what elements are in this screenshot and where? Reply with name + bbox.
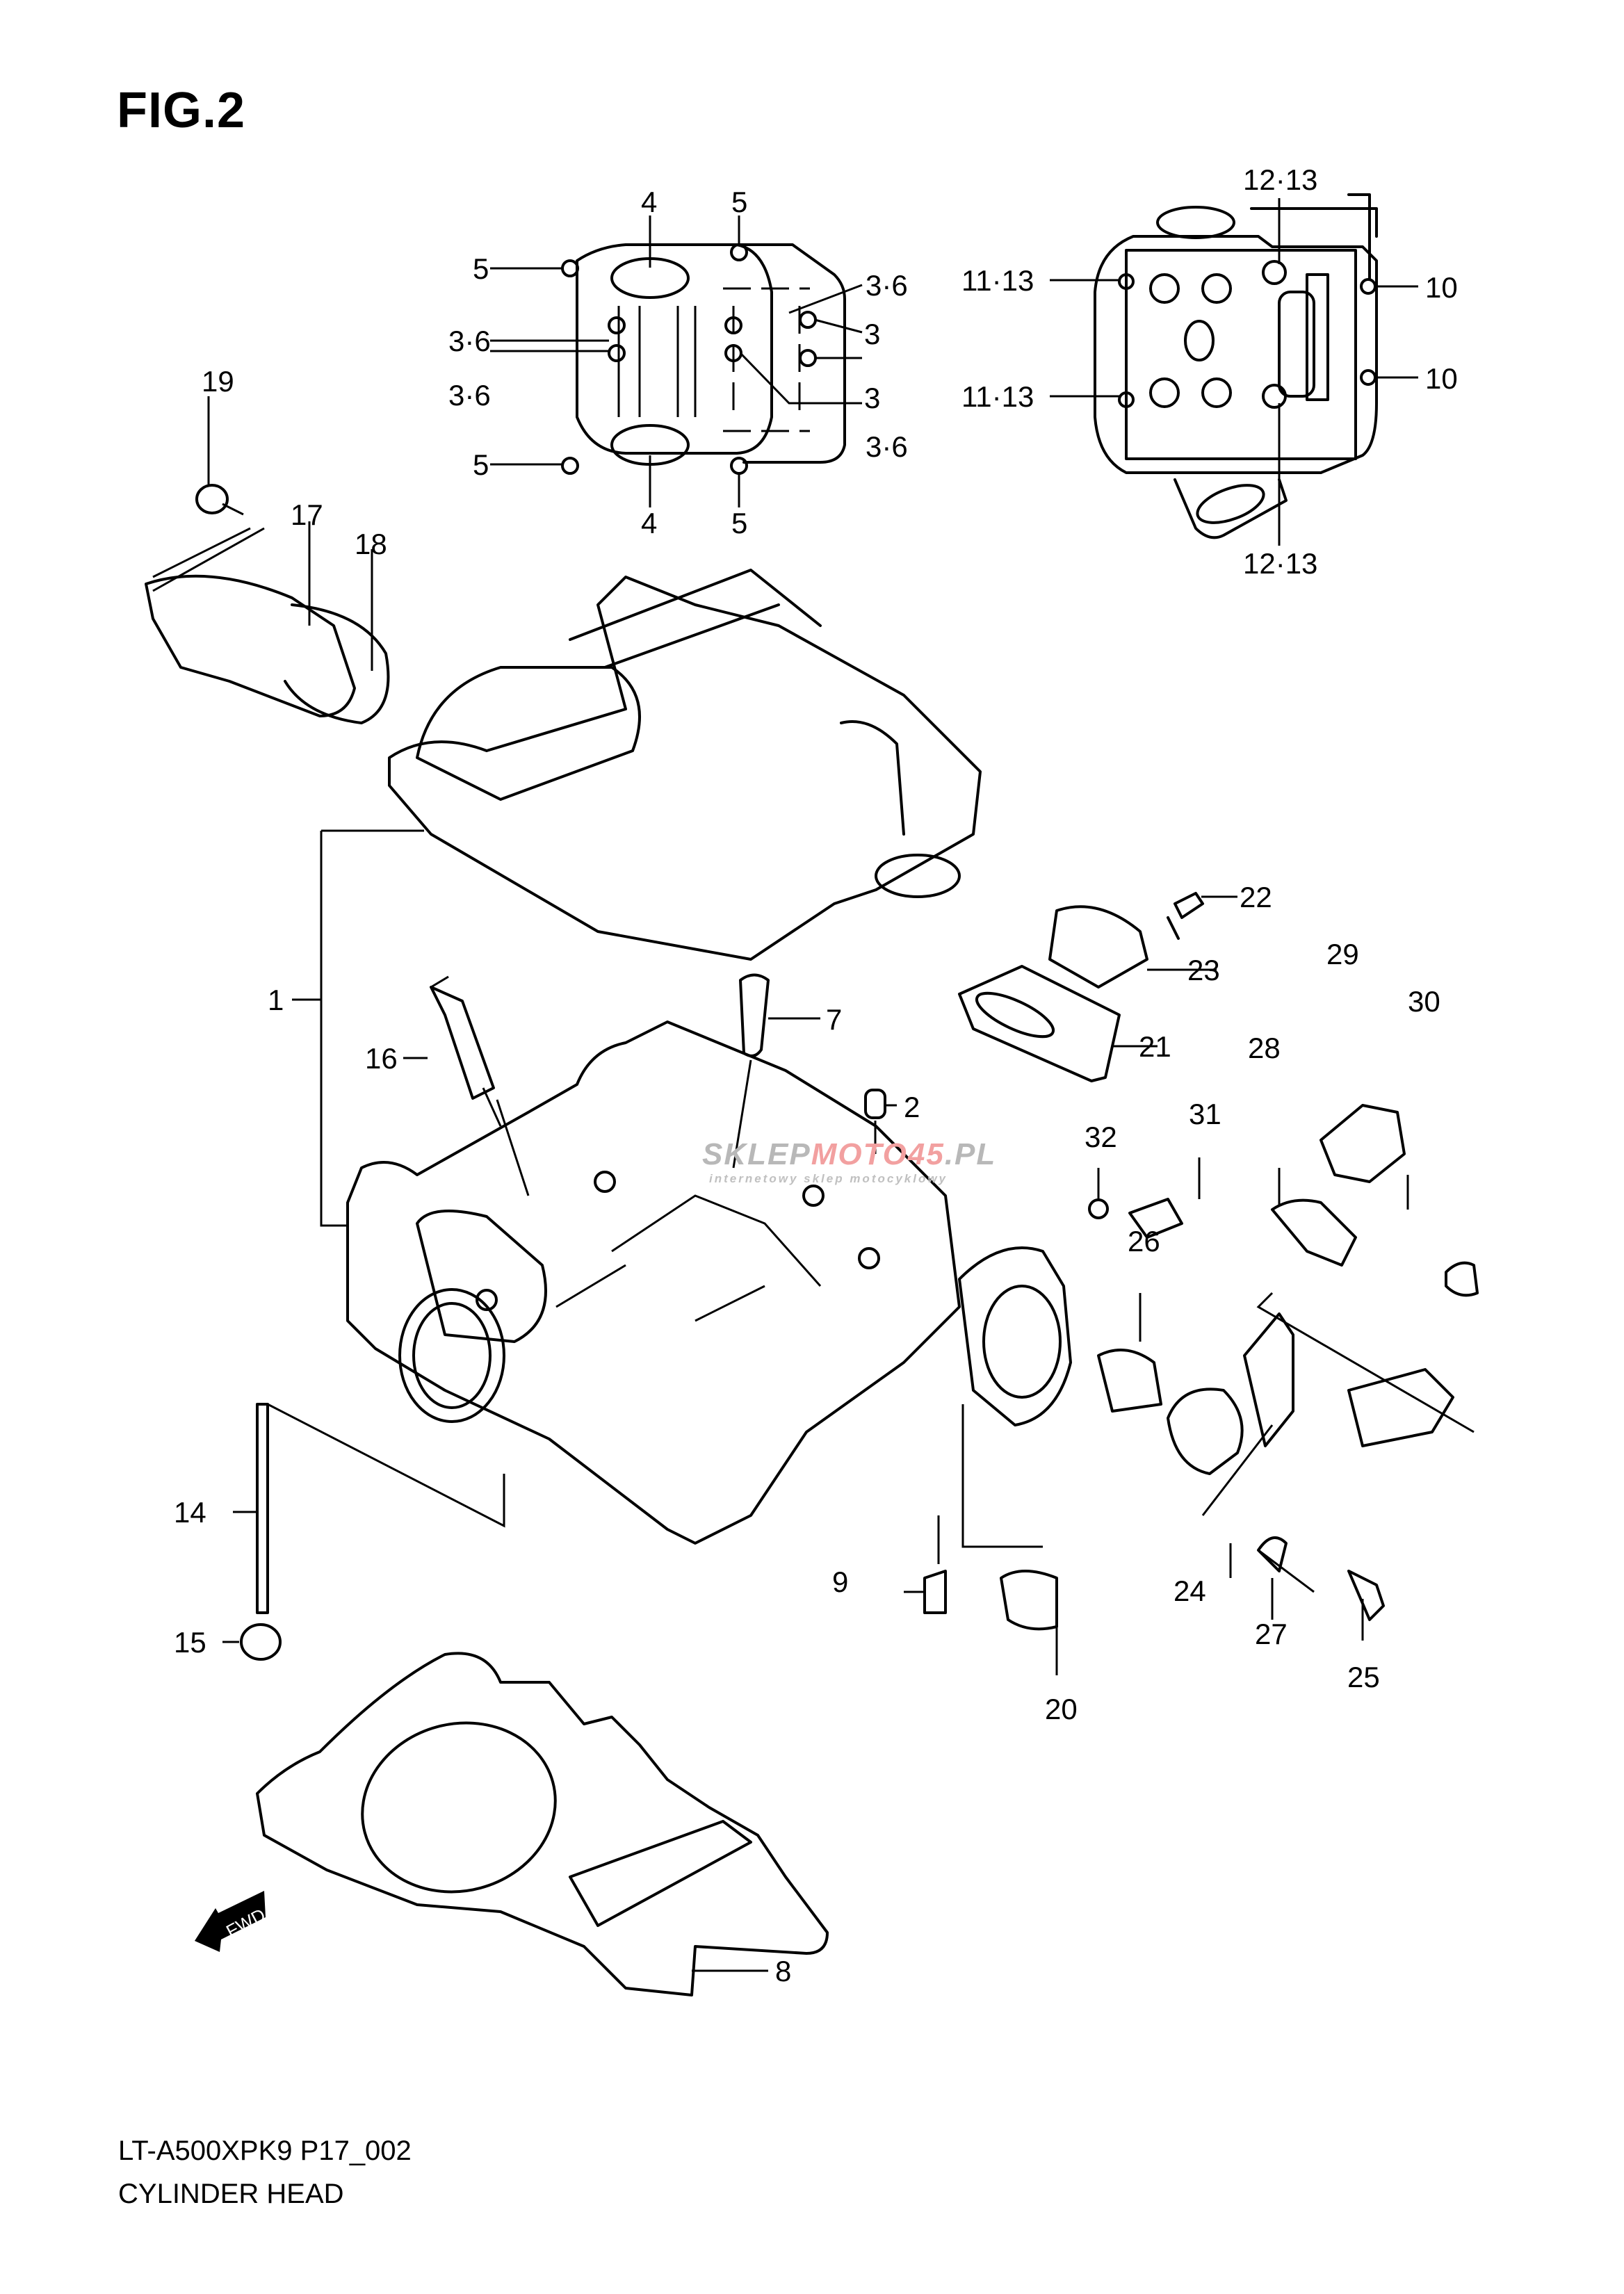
callout-12-13: 12·13 [1243, 547, 1318, 580]
intake-pipe [958, 892, 1237, 1082]
spark-plug [403, 975, 530, 1196]
watermark-brand-gray: SKLEP [702, 1137, 811, 1171]
watermark-brand-red: MOTO45 [811, 1137, 945, 1171]
dowel-pin-2 [864, 1089, 897, 1154]
callout-27: 27 [1255, 1618, 1288, 1650]
callout-5: 5 [473, 448, 489, 481]
callout-18: 18 [355, 528, 387, 560]
callout-30: 30 [1408, 985, 1440, 1018]
callout-8: 8 [775, 1955, 792, 1987]
callout-32: 32 [1085, 1121, 1117, 1153]
callout-3-6: 3·6 [866, 269, 908, 302]
cylinder-head-cover [388, 569, 982, 961]
callout-25: 25 [1347, 1661, 1380, 1693]
callout-3-6: 3·6 [448, 325, 491, 357]
valve-guide [732, 973, 820, 1169]
callout-29: 29 [1326, 938, 1359, 970]
callout-28: 28 [1248, 1032, 1281, 1064]
watermark-brand-tld: .PL [944, 1137, 997, 1171]
callout-5: 5 [473, 252, 489, 285]
callout-4: 4 [641, 507, 658, 539]
callout-14: 14 [174, 1496, 206, 1529]
bottom-view-cylinder-head [1050, 193, 1418, 546]
top-view-cylinder-head [490, 215, 863, 507]
callout-5: 5 [731, 186, 748, 218]
thermostat-assembly [904, 1104, 1479, 1675]
breather-cap-assembly [145, 396, 390, 724]
callout-11-13: 11·13 [961, 380, 1034, 413]
callout-23: 23 [1187, 954, 1220, 986]
callout-19: 19 [202, 365, 234, 398]
callout-20: 20 [1045, 1693, 1078, 1725]
stud-bolt [233, 1403, 505, 1614]
callout-31: 31 [1189, 1098, 1221, 1130]
callout-3-6: 3·6 [866, 430, 908, 463]
model-code: LT-A500XPK9 P17_002 [118, 2136, 412, 2166]
watermark-tagline: internetowy sklep motocyklowy [709, 1172, 948, 1185]
callout-15: 15 [174, 1626, 206, 1659]
figure-title: FIG.2 [117, 83, 246, 138]
callout-10: 10 [1425, 362, 1458, 395]
watermark-brand: SKLEPMOTO45.PL [702, 1137, 996, 1172]
callout-3-6: 3·6 [448, 379, 491, 412]
callout-10: 10 [1425, 271, 1458, 304]
watermark: SKLEPMOTO45.PL internetowy sklep motocyk… [702, 1137, 996, 1186]
callout-21: 21 [1139, 1030, 1171, 1063]
cylinder-head [292, 829, 1072, 1545]
callout-26: 26 [1128, 1225, 1160, 1258]
cylinder-head-gasket [256, 1652, 829, 1996]
callout-17: 17 [291, 498, 323, 531]
callout-5: 5 [731, 507, 748, 539]
callout-16: 16 [365, 1042, 398, 1075]
section-name: CYLINDER HEAD [118, 2179, 344, 2209]
callout-11-13: 11·13 [961, 264, 1034, 297]
callout-3: 3 [864, 382, 881, 414]
flange-nut [222, 1623, 282, 1661]
fwd-direction-arrow-icon: FWD [195, 1891, 269, 1952]
callout-2: 2 [904, 1091, 920, 1123]
callout-22: 22 [1240, 881, 1272, 913]
callout-4: 4 [641, 186, 658, 218]
callout-1: 1 [268, 984, 284, 1016]
callout-9: 9 [832, 1565, 849, 1598]
callout-12-13: 12·13 [1243, 163, 1318, 196]
callout-7: 7 [826, 1003, 843, 1036]
callout-24: 24 [1174, 1575, 1206, 1607]
callout-3: 3 [864, 318, 881, 350]
